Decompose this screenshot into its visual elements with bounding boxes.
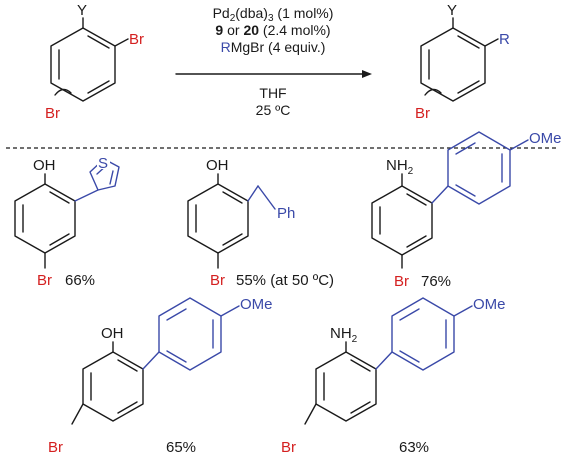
- reaction-conditions: Pd2(dba)3 (1 mol%) 9 or 20 (2.4 mol%) RM…: [213, 5, 334, 118]
- product: Y R Br: [415, 2, 510, 122]
- ex3-head-label: NH2: [386, 157, 414, 177]
- example-aniline-anisyl-meta: NH2 OMe Br 63%: [281, 296, 506, 456]
- ex3-ome-label: OMe: [529, 130, 562, 147]
- ex3-br-label: Br: [394, 273, 409, 290]
- ex4-head-label: OH: [101, 325, 124, 342]
- ex1-yield: 66%: [65, 272, 95, 289]
- starting-material: Y Br Br: [45, 2, 144, 122]
- ex2-br-label: Br: [210, 272, 225, 289]
- ex2-yield: 55% (at 50 ºC): [236, 272, 334, 289]
- product-y-label: Y: [447, 2, 457, 19]
- ex2-ph-label: Ph: [277, 205, 295, 222]
- ex1-br-label: Br: [37, 272, 52, 289]
- example-benzyl: OH Ph Br 55% (at 50 ºC): [187, 157, 334, 289]
- product-r-label: R: [499, 31, 510, 48]
- example-phenol-anisyl: OH OMe Br 65%: [48, 296, 273, 456]
- ex4-br-label: Br: [48, 439, 63, 456]
- ex2-head-label: OH: [206, 157, 229, 174]
- ex5-ome-label: OMe: [473, 296, 506, 313]
- ex1-head-label: OH: [33, 157, 56, 174]
- ex3-yield: 76%: [421, 273, 451, 290]
- product-br-label: Br: [415, 105, 430, 122]
- conditions-line-solvent: THF: [259, 85, 286, 101]
- sm-y-label: Y: [77, 2, 87, 19]
- example-aniline-anisyl: NH2 OMe Br 76%: [371, 130, 562, 290]
- conditions-line-temperature: 25 ºC: [256, 102, 291, 118]
- reaction-arrow: [175, 70, 372, 78]
- ex5-br-label: Br: [281, 439, 296, 456]
- ex5-head-label: NH2: [330, 325, 358, 345]
- conditions-line-ligand: 9 or 20 (2.4 mol%): [215, 22, 330, 38]
- sm-br-label: Br: [129, 31, 144, 48]
- conditions-line-catalyst: Pd2(dba)3 (1 mol%): [213, 5, 334, 24]
- sm-br-ring-label: Br: [45, 105, 60, 122]
- conditions-line-grignard: RMgBr (4 equiv.): [221, 39, 326, 55]
- example-thienyl: OH S Br 66%: [14, 155, 120, 289]
- ex4-yield: 65%: [166, 439, 196, 456]
- ex1-sulfur-label: S: [98, 155, 108, 172]
- ex4-ome-label: OMe: [240, 296, 273, 313]
- ex5-yield: 63%: [399, 439, 429, 456]
